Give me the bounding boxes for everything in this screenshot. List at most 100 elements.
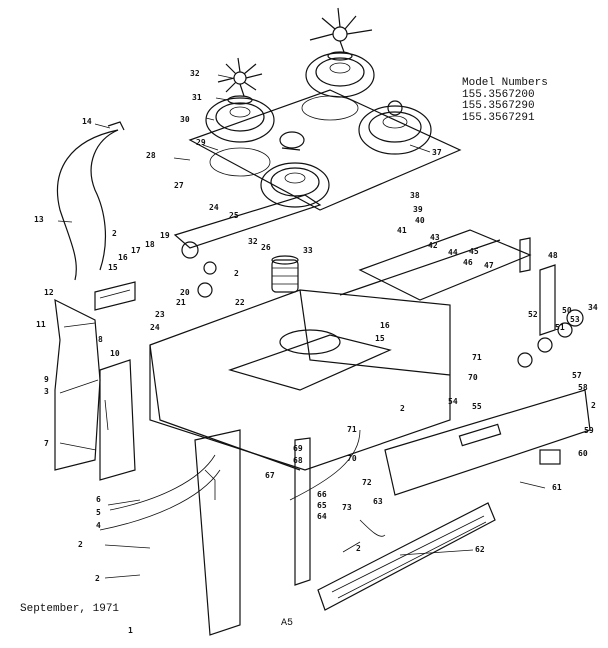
callout-19: 19 — [160, 231, 170, 240]
oven-body — [149, 229, 532, 471]
callout-15b: 15 — [375, 334, 385, 343]
callout-20: 20 — [180, 288, 190, 297]
callout-15: 15 — [108, 263, 118, 272]
callout-44: 44 — [448, 248, 458, 257]
callout-21: 21 — [176, 298, 186, 307]
callout-27: 27 — [174, 181, 184, 190]
callout-2e: 2 — [95, 574, 100, 583]
callout-6: 6 — [96, 495, 101, 504]
manifold-assembly — [94, 194, 322, 311]
control-panel — [384, 309, 591, 496]
callout-24: 24 — [209, 203, 219, 212]
left-side-panel — [54, 298, 136, 481]
callout-32b: 32 — [248, 237, 258, 246]
callout-26: 26 — [261, 243, 271, 252]
callout-55: 55 — [472, 402, 482, 411]
callout-29: 29 — [196, 138, 206, 147]
callout-51: 51 — [555, 323, 565, 332]
burner-grate-left — [217, 57, 263, 97]
callout-71b: 71 — [347, 425, 357, 434]
callout-48: 48 — [548, 251, 558, 260]
burner-bowl-right-front — [358, 100, 432, 155]
callout-68: 68 — [293, 456, 303, 465]
kick-panel — [317, 502, 496, 611]
revision-date: September, 1971 — [20, 603, 120, 615]
callout-labels: 32 31 30 29 28 27 37 14 13 15 16 17 18 1… — [34, 69, 598, 635]
callout-50: 50 — [562, 306, 572, 315]
callout-3: 3 — [44, 387, 49, 396]
callout-32: 32 — [190, 69, 200, 78]
callout-66: 66 — [317, 490, 327, 499]
callout-30: 30 — [180, 115, 190, 124]
callout-54: 54 — [448, 397, 458, 406]
callout-42: 42 — [428, 241, 438, 250]
callout-22: 22 — [235, 298, 245, 307]
callout-4: 4 — [96, 521, 101, 530]
callout-59: 59 — [584, 426, 594, 435]
callout-23: 23 — [155, 310, 165, 319]
callout-45: 45 — [469, 247, 479, 256]
callout-52: 52 — [528, 310, 538, 319]
callout-17: 17 — [131, 246, 141, 255]
callout-34: 34 — [588, 303, 598, 312]
callout-46: 46 — [463, 258, 473, 267]
callout-2b: 2 — [234, 269, 239, 278]
callout-40: 40 — [415, 216, 425, 225]
callout-72: 72 — [362, 478, 372, 487]
model-number: 155.3567291 — [462, 111, 535, 124]
callout-62: 62 — [475, 545, 485, 554]
callout-33: 33 — [303, 246, 313, 255]
right-side-panel — [519, 237, 556, 336]
callout-28: 28 — [146, 151, 156, 160]
callout-61: 61 — [552, 483, 562, 492]
callout-18: 18 — [145, 240, 155, 249]
model-numbers-title: Model Numbers — [462, 77, 548, 89]
model-number: 155.3567200 — [462, 88, 535, 101]
callout-64: 64 — [317, 512, 327, 521]
callout-60: 60 — [578, 449, 588, 458]
callout-69: 69 — [293, 444, 303, 453]
burner-tube — [271, 255, 299, 293]
callout-24b: 24 — [150, 323, 160, 332]
callout-12: 12 — [44, 288, 54, 297]
burner-grate-top — [309, 7, 373, 53]
callout-13: 13 — [34, 215, 44, 224]
callout-25: 25 — [229, 211, 239, 220]
callout-58: 58 — [578, 383, 588, 392]
callout-73: 73 — [342, 503, 352, 512]
callout-5: 5 — [96, 508, 101, 517]
front-frame — [194, 429, 311, 636]
burner-bowl-right-rear — [305, 51, 375, 98]
callout-31: 31 — [192, 93, 202, 102]
callout-41: 41 — [397, 226, 407, 235]
callout-63: 63 — [373, 497, 383, 506]
callout-8: 8 — [98, 335, 103, 344]
cooktop-panel — [188, 89, 462, 211]
callout-16: 16 — [118, 253, 128, 262]
callout-70: 70 — [468, 373, 478, 382]
callout-2f: 2 — [356, 544, 361, 553]
callout-1: 1 — [128, 626, 133, 635]
model-number: 155.3567290 — [462, 100, 535, 112]
callout-2a: 2 — [112, 229, 117, 238]
callout-39: 39 — [413, 205, 423, 214]
callout-37: 37 — [432, 148, 442, 157]
callout-38: 38 — [410, 191, 420, 200]
callout-71: 71 — [472, 353, 482, 362]
callout-14: 14 — [82, 117, 92, 126]
callout-16b: 16 — [380, 321, 390, 330]
callout-9: 9 — [44, 375, 49, 384]
page-code: A5 — [281, 618, 294, 629]
wiring — [99, 429, 386, 537]
model-numbers-block: Model Numbers 155.3567200 155.3567290 15… — [462, 77, 548, 124]
callout-2g: 2 — [591, 401, 596, 410]
callout-70b: 70 — [347, 454, 357, 463]
callout-2d: 2 — [78, 540, 83, 549]
callout-65: 65 — [317, 501, 327, 510]
callout-10: 10 — [110, 349, 120, 358]
burner-bowl-left-rear — [205, 95, 275, 143]
callout-53: 53 — [570, 315, 580, 324]
callout-43: 43 — [430, 233, 440, 242]
callout-57: 57 — [572, 371, 582, 380]
